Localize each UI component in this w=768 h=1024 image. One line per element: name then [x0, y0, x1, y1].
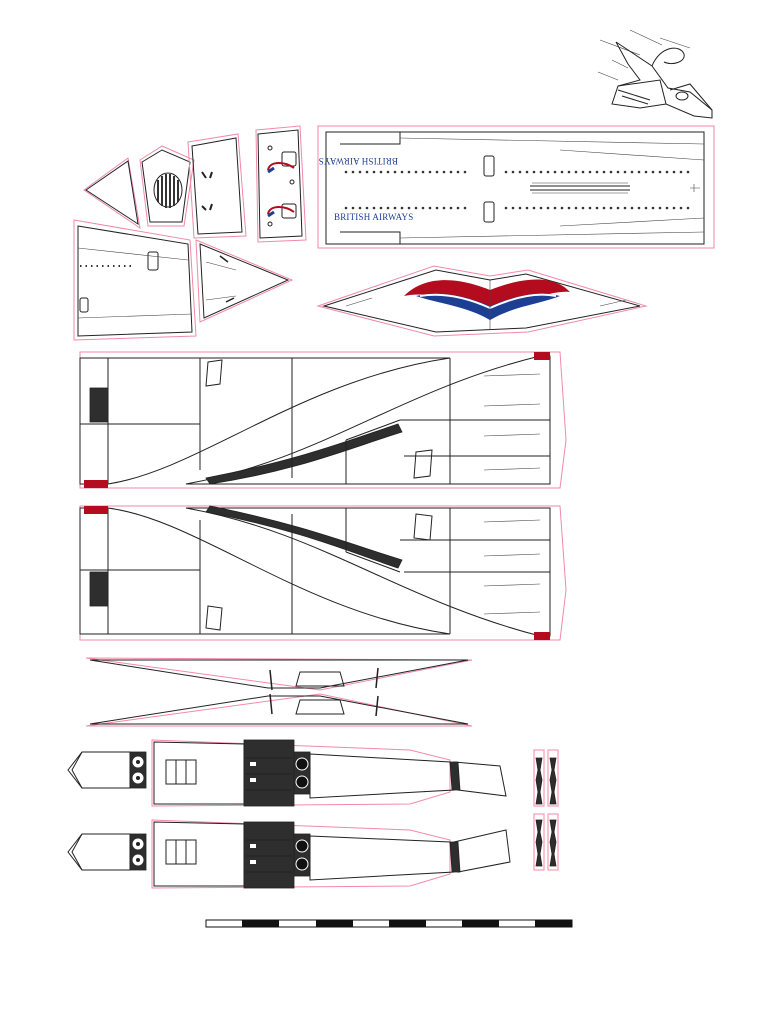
wing-spar-strips [85, 657, 473, 727]
livery-text-upper: BRITISH AIRWAYS [319, 156, 398, 166]
window-row-upper [344, 170, 690, 174]
scale-bar [205, 919, 573, 928]
engine-nacelle-upper [67, 739, 507, 807]
livery-text-lower: BRITISH AIRWAYS [334, 212, 413, 222]
wing-panel-lower [79, 505, 567, 641]
forward-fuselage-pieces [73, 219, 294, 341]
nose-cone-pieces [83, 125, 307, 243]
wing-panel-upper [79, 351, 567, 489]
tail-fin-panel [316, 265, 648, 337]
fuselage-top-panel: BRITISH AIRWAYS BRITISH AIRWAYS [317, 125, 715, 249]
intake-strips [533, 749, 559, 871]
window-row-lower [344, 206, 690, 210]
engine-nacelle-lower [67, 819, 511, 889]
assembled-model-illustration [597, 29, 713, 119]
